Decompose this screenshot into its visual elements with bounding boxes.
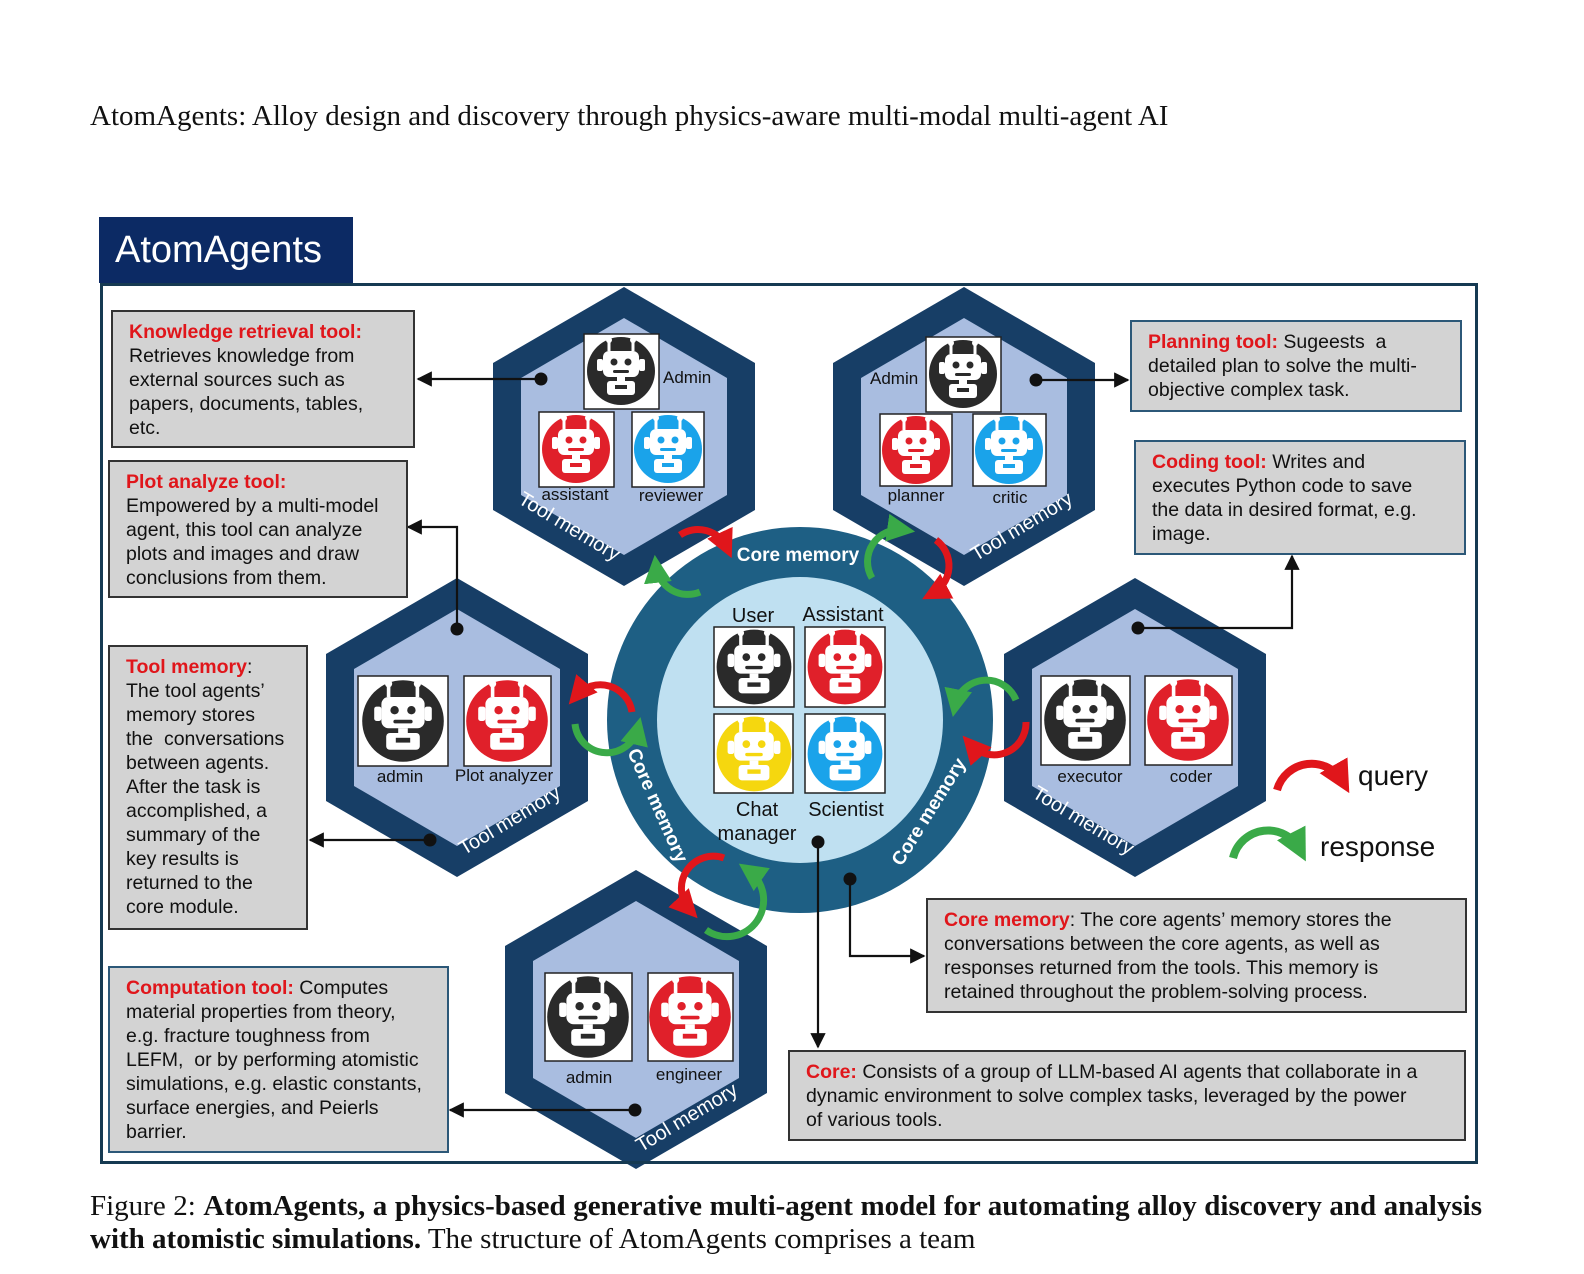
- agent-label: assistant: [541, 485, 608, 504]
- box-line: surface energies, and Peierls: [126, 1097, 379, 1119]
- hex-coding-group: [1004, 578, 1266, 877]
- box-colon: :: [247, 656, 253, 678]
- box-line: LEFM, or by performing atomistic: [126, 1049, 419, 1071]
- computation-tool-box: Computation tool: Computes material prop…: [108, 966, 449, 1153]
- agent-label: Plot analyzer: [455, 766, 554, 785]
- agent-label: reviewer: [639, 486, 704, 505]
- box-line: key results is: [126, 848, 239, 870]
- box-line: detailed plan to solve the multi-: [1148, 355, 1417, 377]
- running-head: AtomAgents: Alloy design and discovery t…: [90, 100, 1169, 132]
- box-line: conversations between the core agents, a…: [944, 933, 1380, 955]
- connectors: [308, 371, 1300, 1118]
- agent-label: Admin: [663, 368, 711, 387]
- agent-label: Admin: [870, 369, 918, 388]
- box-line: Retrieves knowledge from: [129, 345, 355, 367]
- figure-frame: [100, 283, 1478, 1164]
- agent-tiles: [357, 333, 1233, 1062]
- box-line: etc.: [129, 417, 161, 439]
- box-line: returned to the: [126, 872, 253, 894]
- planning-tool-box: Planning tool: Sugeests a detailed plan …: [1130, 320, 1462, 412]
- agent-label: planner: [888, 486, 945, 505]
- box-heading: Core memory: [944, 909, 1070, 931]
- box-line: e.g. fracture toughness from: [126, 1025, 370, 1047]
- agent-label: engineer: [656, 1065, 723, 1084]
- box-line: summary of the: [126, 824, 261, 846]
- box-first-line: Computes: [293, 977, 389, 999]
- figure-banner: AtomAgents: [99, 217, 353, 283]
- box-first-line: Sugeests a: [1277, 331, 1387, 353]
- box-line: memory stores: [126, 704, 255, 726]
- box-heading: Planning tool:: [1148, 331, 1278, 353]
- box-line: core module.: [126, 896, 239, 918]
- box-line: plots and images and draw: [126, 543, 360, 565]
- box-heading: Computation tool: [126, 977, 288, 999]
- core-box: Core: Consists of a group of LLM-based A…: [788, 1050, 1466, 1141]
- agent-label: admin: [377, 767, 423, 786]
- box-line: After the task is: [126, 776, 261, 798]
- caption-bold: AtomAgents, a physics-based generative m…: [90, 1190, 1482, 1255]
- agent-label: coder: [1170, 767, 1213, 786]
- box-line: agent, this tool can analyze: [126, 519, 363, 541]
- figure-caption: Figure 2: AtomAgents, a physics-based ge…: [90, 1190, 1482, 1256]
- legend-response-label: response: [1320, 831, 1436, 862]
- agent-label: executor: [1057, 767, 1123, 786]
- box-line: papers, documents, tables,: [129, 393, 364, 415]
- box-heading: Tool memory: [126, 656, 247, 678]
- box-first-line: Writes and: [1266, 451, 1366, 473]
- box-line: barrier.: [126, 1121, 187, 1143]
- hex-planning-group: [833, 287, 1095, 586]
- box-line: objective complex task.: [1148, 379, 1350, 401]
- agent-label: admin: [566, 1068, 612, 1087]
- box-line: responses returned from the tools. This …: [944, 957, 1379, 979]
- box-line: external sources such as: [129, 369, 345, 391]
- core-memory-box: Core memory: The core agents’ memory sto…: [926, 898, 1467, 1013]
- box-heading: Knowledge retrieval tool:: [129, 321, 362, 343]
- box-line: material properties from theory,: [126, 1001, 396, 1023]
- query-response-arrows: [568, 513, 1030, 941]
- box-heading: Coding tool:: [1152, 451, 1267, 473]
- caption-text: The structure of AtomAgents comprises a …: [427, 1223, 976, 1255]
- knowledge-retrieval-box: Knowledge retrieval tool: Retrieves know…: [111, 310, 415, 448]
- caption-label: Figure 2:: [90, 1190, 196, 1222]
- box-line: of various tools.: [806, 1109, 943, 1131]
- box-line: dynamic environment to solve complex tas…: [806, 1085, 1407, 1107]
- hex-knowledge-group: [493, 287, 755, 586]
- box-line: image.: [1152, 523, 1211, 545]
- core-agent-label-manager: manager: [718, 823, 797, 845]
- agent-label: critic: [993, 488, 1028, 507]
- box-colon: :: [287, 977, 294, 999]
- box-heading: Plot analyze tool:: [126, 471, 287, 493]
- tool-memory-box: Tool memory: The tool agents’ memory sto…: [108, 645, 308, 930]
- legend-query-label: query: [1358, 760, 1429, 791]
- hex-plot-group: [326, 578, 588, 877]
- box-line: The tool agents’: [126, 680, 265, 702]
- coding-tool-box: Coding tool: Writes and executes Python …: [1134, 440, 1466, 555]
- box-line: retained throughout the problem-solving …: [944, 981, 1368, 1003]
- box-line: Empowered by a multi-model: [126, 495, 379, 517]
- box-line: conclusions from them.: [126, 567, 327, 589]
- box-line: between agents.: [126, 752, 270, 774]
- core-memory-label-top: Core memory: [737, 545, 860, 566]
- core-agent-label-chat: Chat: [736, 799, 779, 821]
- plot-analyze-box: Plot analyze tool: Empowered by a multi-…: [108, 460, 408, 598]
- core-agent-label-user: User: [732, 605, 775, 627]
- box-line: the data in desired format, e.g.: [1152, 499, 1417, 521]
- core-agent-label-assistant: Assistant: [802, 604, 884, 626]
- box-first-line: Consists of a group of LLM-based AI agen…: [856, 1061, 1418, 1083]
- box-line: accomplished, a: [126, 800, 267, 822]
- box-line: simulations, e.g. elastic constants,: [126, 1073, 422, 1095]
- box-heading: Core:: [806, 1061, 857, 1083]
- core-agent-label-scientist: Scientist: [808, 799, 884, 821]
- legend-arcs: [1229, 757, 1350, 862]
- box-first-line: : The core agents’ memory stores the: [1069, 909, 1392, 931]
- box-line: the conversations: [126, 728, 285, 750]
- hex-computation-group: [505, 870, 767, 1169]
- box-line: executes Python code to save: [1152, 475, 1413, 497]
